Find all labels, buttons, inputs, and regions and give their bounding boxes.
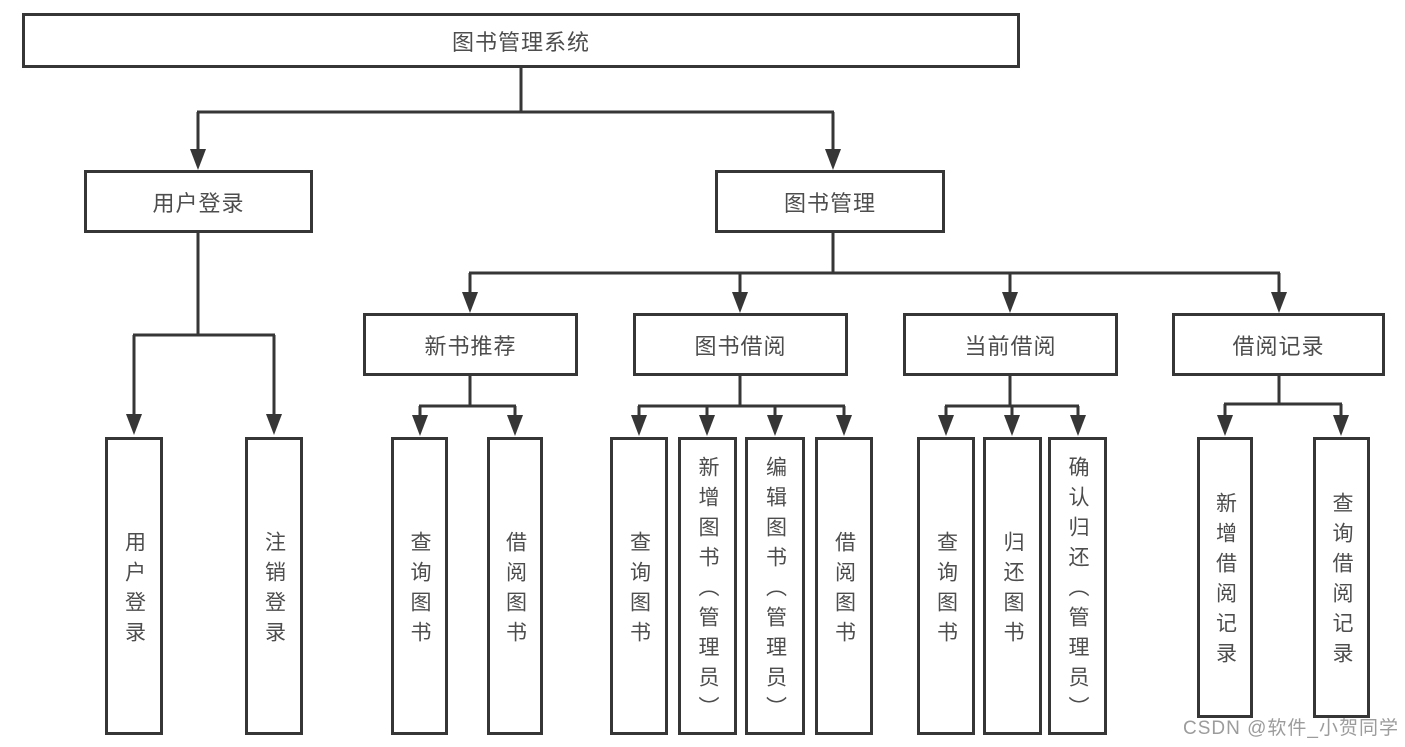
node-label: 查询图书 (627, 530, 651, 651)
node-label: 图书管理系统 (451, 29, 590, 55)
node-user-login: 用户登录 (84, 170, 313, 233)
leaf-query-books-borrowing: 查询图书 (610, 437, 668, 735)
node-label: 图书管理 (783, 190, 876, 216)
leaf-confirm-return-admin: 确认归还（管理员） (1048, 437, 1107, 735)
leaf-return-books: 归还图书 (983, 437, 1042, 735)
leaf-edit-book-admin: 编辑图书（管理员） (745, 437, 805, 735)
node-label: 查询图书 (934, 530, 958, 651)
leaf-borrow-books: 借阅图书 (815, 437, 873, 735)
node-label: 用户登录 (122, 530, 146, 651)
leaf-user-login: 用户登录 (105, 437, 163, 735)
leaf-add-book-admin: 新增图书（管理员） (678, 437, 737, 735)
leaf-query-borrow-record: 查询借阅记录 (1313, 437, 1370, 718)
node-label: 确认归还（管理员） (1066, 455, 1089, 726)
node-label: 图书借阅 (694, 333, 787, 359)
node-label: 查询借阅记录 (1330, 492, 1353, 672)
node-label: 归还图书 (1001, 530, 1024, 651)
node-label: 新增借阅记录 (1213, 492, 1237, 672)
node-label: 查询图书 (408, 530, 431, 651)
leaf-logout: 注销登录 (245, 437, 303, 735)
node-label: 注销登录 (262, 530, 286, 651)
leaf-add-borrow-record: 新增借阅记录 (1197, 437, 1253, 718)
leaf-query-books-recommend: 查询图书 (391, 437, 448, 735)
node-book-borrowing: 图书借阅 (633, 313, 848, 376)
node-label: 用户登录 (152, 190, 245, 216)
node-current-borrowing: 当前借阅 (903, 313, 1118, 376)
csdn-watermark: CSDN @软件_小贺同学 (1183, 718, 1399, 739)
node-label: 编辑图书（管理员） (763, 455, 787, 726)
node-root-system: 图书管理系统 (22, 13, 1020, 68)
node-label: 借阅图书 (503, 530, 527, 651)
node-label: 新增图书（管理员） (696, 455, 719, 726)
leaf-query-books-current: 查询图书 (917, 437, 975, 735)
node-label: 当前借阅 (964, 333, 1057, 359)
node-borrowing-records: 借阅记录 (1172, 313, 1385, 376)
node-book-management: 图书管理 (715, 170, 945, 233)
node-label: 新书推荐 (424, 333, 517, 359)
arrowhead-icons (126, 149, 1349, 436)
node-new-book-recommend: 新书推荐 (363, 313, 578, 376)
node-label: 借阅图书 (832, 530, 856, 651)
leaf-borrow-books-recommend: 借阅图书 (487, 437, 543, 735)
node-label: 借阅记录 (1232, 333, 1325, 359)
